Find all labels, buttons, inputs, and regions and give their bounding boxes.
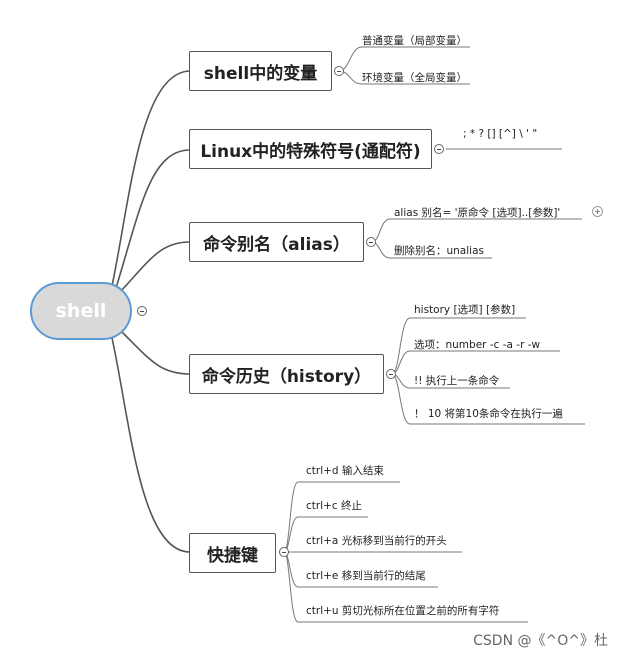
watermark: CSDN @《^O^》杜 bbox=[473, 633, 608, 649]
leaf-item[interactable]: history [选项] [参数] bbox=[414, 304, 516, 316]
leaf-item[interactable]: ctrl+e 移到当前行的结尾 bbox=[306, 570, 426, 582]
branch-label: 命令历史（history） bbox=[201, 366, 372, 387]
leaf-item[interactable]: 选项：number -c -a -r -w bbox=[414, 339, 541, 351]
collapse-icon[interactable] bbox=[334, 66, 344, 76]
leaf-item[interactable]: alias 别名= '原命令 [选项]..[参数]' bbox=[394, 207, 561, 219]
collapse-icon[interactable] bbox=[279, 547, 289, 557]
branch-label: shell中的变量 bbox=[203, 63, 318, 84]
collapse-icon[interactable] bbox=[386, 369, 396, 379]
branch-shortcuts[interactable]: 快捷键 bbox=[189, 533, 276, 573]
leaf-item[interactable]: ctrl+u 剪切光标所在位置之前的所有字符 bbox=[306, 605, 500, 617]
leaf-item[interactable]: ！ 10 将第10条命令在执行一遍 bbox=[414, 408, 563, 420]
leaf-item[interactable]: 删除别名：unalias bbox=[394, 245, 484, 257]
branch-alias[interactable]: 命令别名（alias） bbox=[189, 222, 364, 262]
collapse-icon[interactable] bbox=[366, 237, 376, 247]
leaf-item[interactable]: !! 执行上一条命令 bbox=[414, 375, 500, 387]
branch-history[interactable]: 命令历史（history） bbox=[189, 354, 384, 394]
root-label: shell bbox=[55, 300, 107, 322]
leaf-item[interactable]: ; * ? [] [^] \ ' " bbox=[463, 128, 538, 140]
collapse-icon[interactable] bbox=[434, 144, 444, 154]
root-node[interactable]: shell bbox=[30, 282, 132, 340]
collapse-icon[interactable] bbox=[137, 306, 147, 316]
leaf-item[interactable]: ctrl+c 终止 bbox=[306, 500, 363, 512]
branch-label: 命令别名（alias） bbox=[203, 234, 350, 255]
branch-label: Linux中的特殊符号(通配符) bbox=[200, 141, 421, 162]
expand-icon[interactable] bbox=[592, 206, 603, 217]
branch-special-symbols[interactable]: Linux中的特殊符号(通配符) bbox=[189, 129, 432, 169]
leaf-item[interactable]: ctrl+d 输入结束 bbox=[306, 465, 384, 477]
leaf-item[interactable]: 环境变量（全局变量） bbox=[362, 72, 467, 84]
branch-label: 快捷键 bbox=[207, 545, 258, 566]
leaf-item[interactable]: 普通变量（局部变量） bbox=[362, 35, 467, 47]
branch-variables[interactable]: shell中的变量 bbox=[189, 51, 332, 91]
leaf-item[interactable]: ctrl+a 光标移到当前行的开头 bbox=[306, 535, 447, 547]
